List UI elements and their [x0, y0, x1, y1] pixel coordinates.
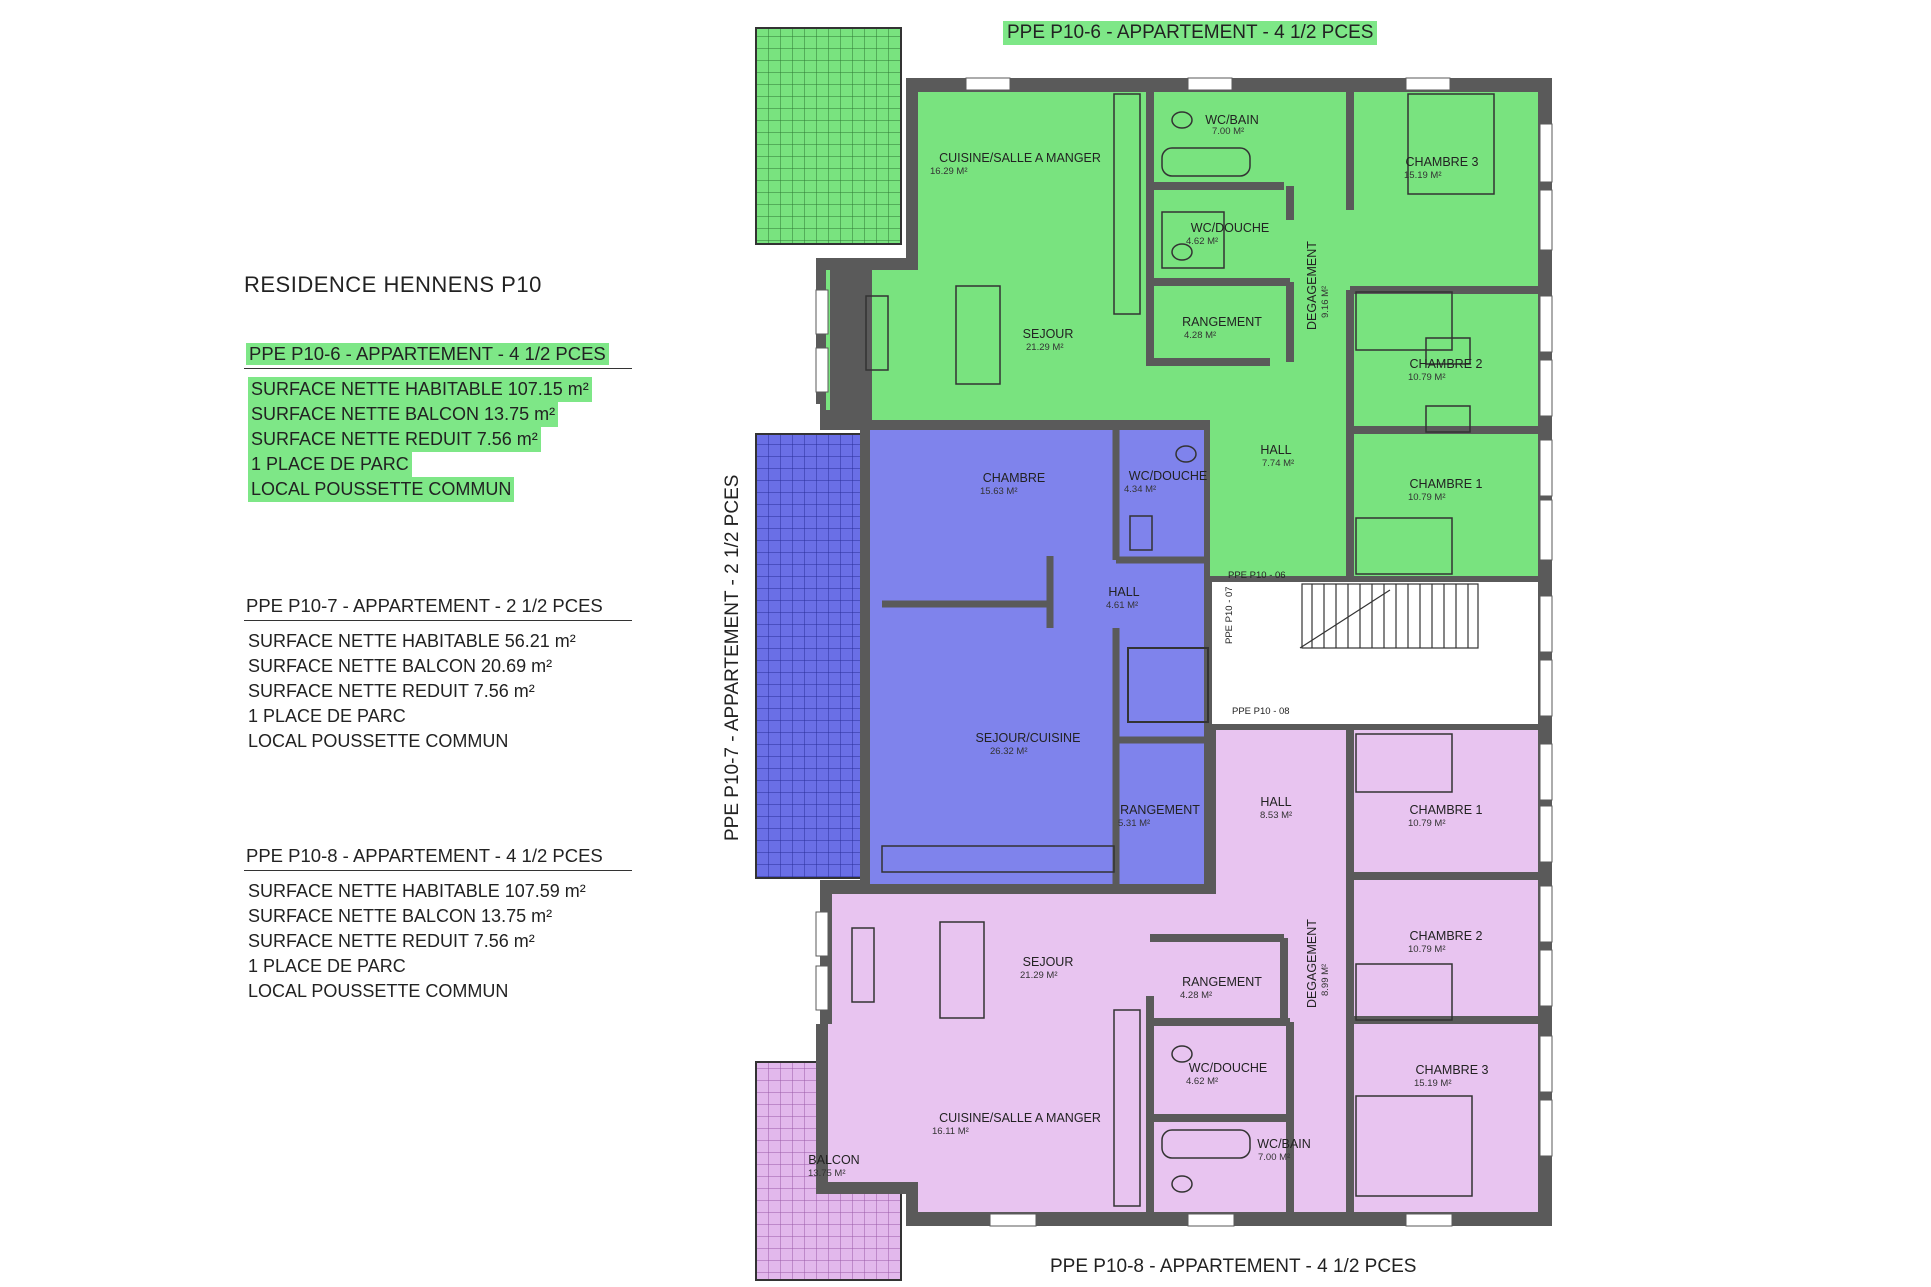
plan-label-top: PPE P10-6 - APPARTEMENT - 4 1/2 PCES [1003, 21, 1378, 45]
staircase [1127, 583, 1479, 723]
room-area-sejour-p10-6: 21.29 M² [1026, 342, 1064, 353]
stair-labels: PPE P10 - 06 PPE P10 - 07 PPE P10 - 08 [1224, 570, 1290, 717]
residence-title: RESIDENCE HENNENS P10 [244, 272, 542, 297]
plan-label-bottom: PPE P10-8 - APPARTEMENT - 4 1/2 PCES [1050, 1256, 1417, 1277]
fixtures-p10-7 [881, 445, 1197, 873]
room-area-hall-p10-7: 4.61 M² [1106, 600, 1138, 611]
balcony-p10-7 [755, 433, 875, 879]
apartment-info-p10-7: PPE P10-7 - APPARTEMENT - 2 1/2 PCES SUR… [244, 594, 644, 754]
apartment-line: SURFACE NETTE REDUIT 7.56 m² [248, 931, 535, 951]
room-label-chambre1-p10-6: CHAMBRE 1 [1410, 477, 1483, 491]
room-area-chambre3-p10-6: 15.19 M² [1404, 170, 1442, 181]
apartment-info-p10-6: PPE P10-6 - APPARTEMENT - 4 1/2 PCES SUR… [244, 342, 644, 502]
balcony-p10-6 [755, 27, 902, 245]
room-label-sejour-p10-6: SEJOUR [1023, 327, 1074, 341]
apartment-p10-7-area [870, 430, 1204, 884]
room-area-sejour-p10-7: 26.32 M² [990, 746, 1028, 757]
room-area-chambre3-p10-8: 15.19 M² [1414, 1078, 1452, 1089]
stair-label-p06: PPE P10 - 06 [1228, 570, 1286, 581]
room-label-chambre3-p10-6: CHAMBRE 3 [1406, 155, 1479, 169]
room-label-chambre1-p10-8: CHAMBRE 1 [1410, 803, 1483, 817]
apartment-line: SURFACE NETTE BALCON 20.69 m² [248, 656, 553, 676]
room-label-wcdouche-p10-6: WC/DOUCHE [1191, 221, 1269, 235]
fixtures-p10-8 [851, 733, 1473, 1207]
room-label-cuisine-p10-6: CUISINE/SALLE A MANGER [939, 151, 1101, 165]
apartment-line: SURFACE NETTE BALCON 13.75 m² [244, 402, 644, 427]
room-label-hall-p10-8: HALL [1260, 795, 1291, 809]
apartment-p10-6-area [826, 92, 1538, 576]
room-area-degagement-p10-6: 9.16 M² [1320, 286, 1331, 318]
room-label-rangement-p10-8: RANGEMENT [1182, 975, 1262, 989]
room-area-chambre-p10-7: 15.63 M² [980, 486, 1018, 497]
plan-label-side: PPE P10-7 - APPARTEMENT - 2 1/2 PCES [722, 474, 743, 841]
fixtures-p10-6 [865, 93, 1495, 575]
apartment-line: SURFACE NETTE HABITABLE 107.59 m² [248, 881, 586, 901]
room-label-hall-p10-7: HALL [1108, 585, 1139, 599]
room-area-rangement-p10-6: 4.28 M² [1184, 330, 1216, 341]
room-label-sejour-p10-8: SEJOUR [1023, 955, 1074, 969]
room-label-wcbain-p10-6: WC/BAIN [1205, 113, 1258, 127]
room-label-chambre2-p10-6: CHAMBRE 2 [1410, 357, 1483, 371]
room-labels: CUISINE/SALLE A MANGER 16.29 M² WC/BAIN … [808, 113, 1489, 1179]
apartment-p10-8-area [828, 730, 1538, 1212]
apartment-line: SURFACE NETTE REDUIT 7.56 m² [248, 681, 535, 701]
room-label-sejour-p10-7: SEJOUR/CUISINE [976, 731, 1081, 745]
apartment-line: SURFACE NETTE BALCON 13.75 m² [248, 906, 553, 926]
room-area-sejour-p10-8: 21.29 M² [1020, 970, 1058, 981]
interior-walls-p10-7 [882, 430, 1204, 884]
room-label-chambre-p10-7: CHAMBRE [983, 471, 1046, 485]
room-area-chambre2-p10-6: 10.79 M² [1408, 372, 1446, 383]
room-area-hall-p10-6: 7.74 M² [1262, 458, 1294, 469]
stair-label-p07: PPE P10 - 07 [1224, 586, 1235, 644]
room-area-hall-p10-8: 8.53 M² [1260, 810, 1292, 821]
room-label-degagement-p10-8: DEGAGEMENT [1305, 919, 1319, 1008]
room-label-wcbain-p10-8: WC/BAIN [1257, 1137, 1310, 1151]
interior-walls-p10-6 [1146, 92, 1538, 576]
stair-common-area [1212, 582, 1538, 724]
room-area-rangement-p10-8: 4.28 M² [1180, 990, 1212, 1001]
stair-label-p08: PPE P10 - 08 [1232, 706, 1290, 717]
apartment-line: LOCAL POUSSETTE COMMUN [248, 731, 509, 751]
room-area-wcbain-p10-8: 7.00 M² [1258, 1152, 1290, 1163]
apartment-heading-p10-6: PPE P10-6 - APPARTEMENT - 4 1/2 PCES [244, 342, 632, 369]
apartment-line: SURFACE NETTE REDUIT 7.56 m² [244, 427, 644, 452]
room-label-cuisine-p10-8: CUISINE/SALLE A MANGER [939, 1111, 1101, 1125]
room-area-wcdouche-p10-7: 4.34 M² [1124, 484, 1156, 495]
room-area-chambre1-p10-8: 10.79 M² [1408, 818, 1446, 829]
room-label-degagement-p10-6: DEGAGEMENT [1305, 241, 1319, 330]
apartment-line: 1 PLACE DE PARC [244, 452, 644, 477]
apartment-line: LOCAL POUSSETTE COMMUN [244, 477, 644, 502]
room-label-wcdouche-p10-7: WC/DOUCHE [1129, 469, 1207, 483]
room-label-hall-p10-6: HALL [1260, 443, 1291, 457]
apartment-line: SURFACE NETTE HABITABLE 56.21 m² [248, 631, 576, 651]
room-area-wcdouche-p10-8: 4.62 M² [1186, 1076, 1218, 1087]
room-label-balcon-p10-8: BALCON [808, 1153, 859, 1167]
room-label-rangement-p10-7: RANGEMENT [1120, 803, 1200, 817]
apartment-heading-p10-7: PPE P10-7 - APPARTEMENT - 2 1/2 PCES [244, 594, 632, 621]
room-area-chambre2-p10-8: 10.79 M² [1408, 944, 1446, 955]
apartment-info-p10-8: PPE P10-8 - APPARTEMENT - 4 1/2 PCES SUR… [244, 844, 644, 1004]
room-area-balcon-p10-8: 13.75 M² [808, 1168, 846, 1179]
room-area-chambre1-p10-6: 10.79 M² [1408, 492, 1446, 503]
room-label-chambre3-p10-8: CHAMBRE 3 [1416, 1063, 1489, 1077]
room-label-rangement-p10-6: RANGEMENT [1182, 315, 1262, 329]
room-label-wcdouche-p10-8: WC/DOUCHE [1189, 1061, 1267, 1075]
apartment-line: LOCAL POUSSETTE COMMUN [248, 981, 509, 1001]
apartment-line: SURFACE NETTE HABITABLE 107.15 m² [244, 377, 644, 402]
apartment-line: 1 PLACE DE PARC [248, 956, 406, 976]
room-area-cuisine-p10-6: 16.29 M² [930, 166, 968, 177]
room-area-cuisine-p10-8: 16.11 M² [932, 1126, 969, 1137]
room-area-rangement-p10-7: 5.31 M² [1118, 818, 1150, 829]
apartment-line: 1 PLACE DE PARC [248, 706, 406, 726]
apartment-heading-p10-8: PPE P10-8 - APPARTEMENT - 4 1/2 PCES [244, 844, 632, 871]
room-area-wcdouche-p10-6: 4.62 M² [1186, 236, 1218, 247]
room-area-degagement-p10-8: 8.99 M² [1320, 964, 1331, 996]
room-area-wcbain-p10-6: 7.00 M² [1212, 126, 1244, 137]
room-label-chambre2-p10-8: CHAMBRE 2 [1410, 929, 1483, 943]
windows [815, 77, 1553, 1227]
